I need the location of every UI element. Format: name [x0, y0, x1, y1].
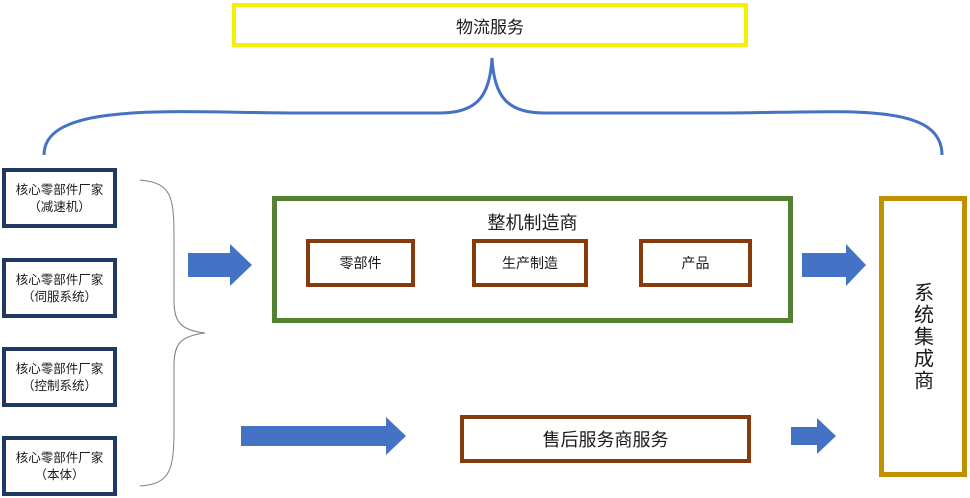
after-sales-label: 售后服务商服务	[542, 430, 669, 451]
logistics-service-box: 物流服务	[232, 3, 748, 47]
supplier-subtitle: （减速机）	[28, 199, 91, 214]
arrow-to-after-sales	[241, 417, 406, 455]
supplier-body: 核心零部件厂家 （本体）	[2, 436, 117, 496]
supplier-control: 核心零部件厂家 （控制系统）	[2, 347, 117, 407]
supplier-title: 核心零部件厂家	[15, 272, 104, 287]
step-label: 产品	[681, 256, 710, 272]
supplier-title: 核心零部件厂家	[15, 450, 104, 465]
system-integrator-box: 系统集成商	[879, 196, 967, 477]
supplier-title: 核心零部件厂家	[15, 182, 104, 197]
after-sales-box: 售后服务商服务	[460, 415, 751, 463]
logistics-brace	[42, 57, 944, 156]
step-label: 零部件	[339, 256, 382, 272]
step-product: 产品	[639, 239, 752, 287]
supplier-subtitle: （本体）	[34, 467, 85, 482]
arrow-after-sales-to-integrator	[791, 418, 836, 454]
supplier-title: 核心零部件厂家	[15, 361, 104, 376]
supplier-servo: 核心零部件厂家 （伺服系统）	[2, 258, 117, 318]
supplier-brace	[139, 179, 206, 487]
supplier-subtitle: （伺服系统）	[21, 289, 97, 304]
integrator-label: 系统集成商	[910, 281, 935, 392]
step-parts: 零部件	[306, 239, 415, 287]
step-label: 生产制造	[502, 256, 558, 272]
step-production: 生产制造	[472, 239, 588, 287]
supplier-reducer: 核心零部件厂家 （减速机）	[2, 168, 117, 228]
supplier-subtitle: （控制系统）	[21, 378, 97, 393]
arrow-oem-to-integrator	[802, 244, 866, 286]
logistics-label: 物流服务	[456, 17, 524, 38]
oem-title: 整机制造商	[487, 213, 578, 234]
arrow-suppliers-to-oem	[188, 244, 252, 286]
